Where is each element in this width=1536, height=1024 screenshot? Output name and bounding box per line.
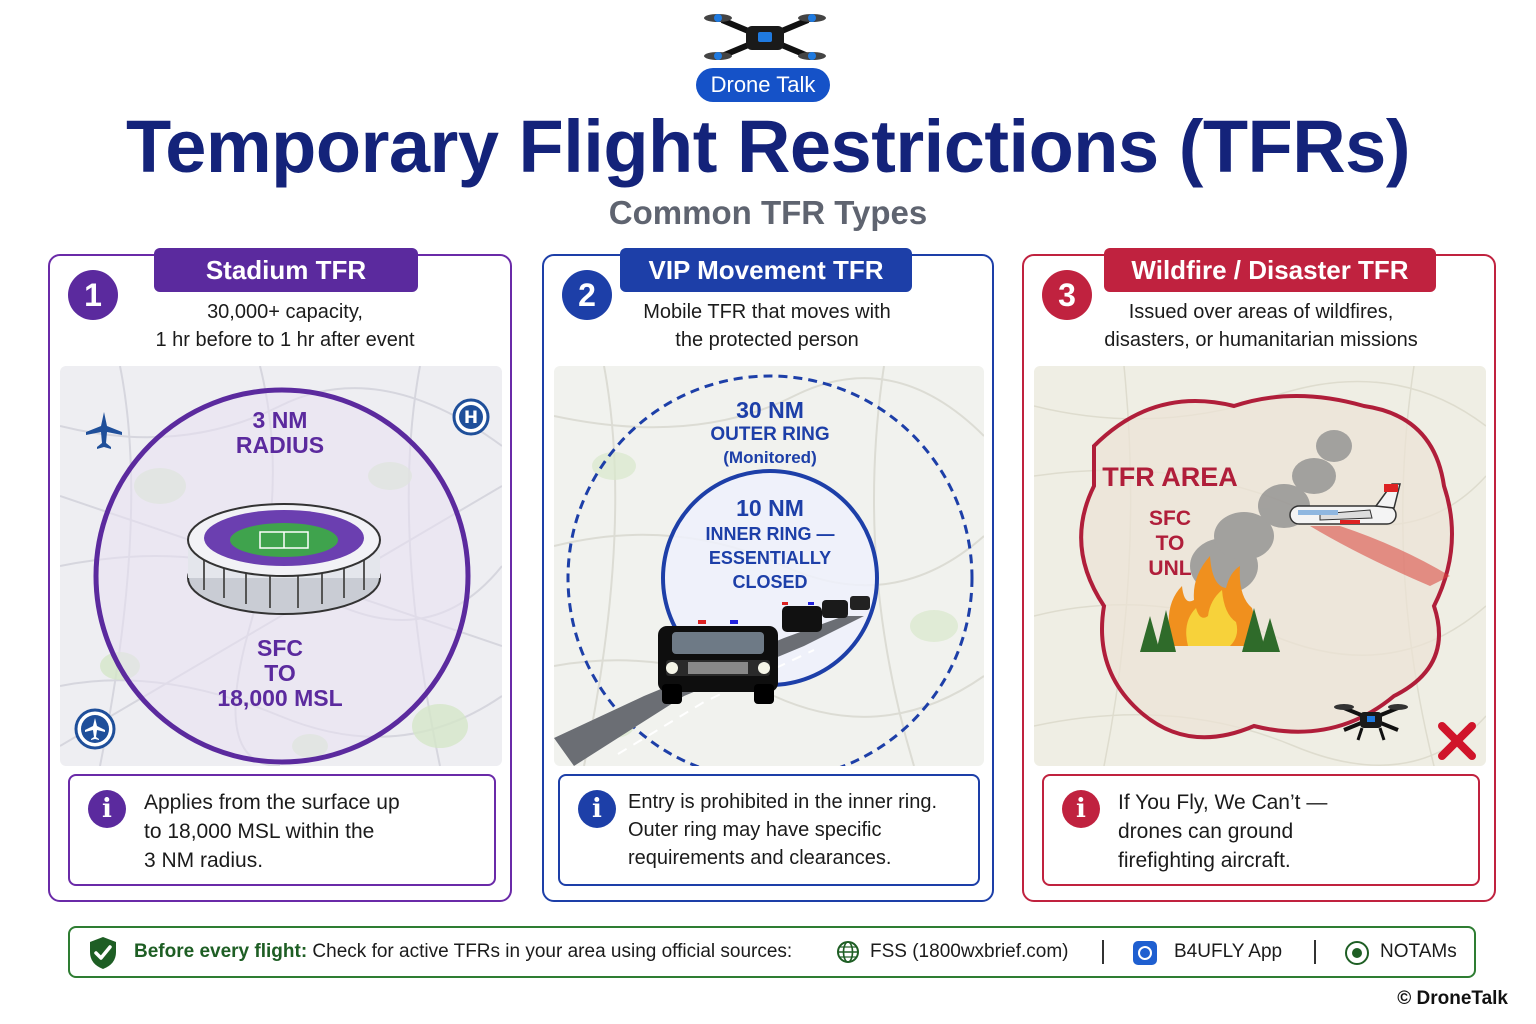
footer-bar: Before every flight: Check for active TF… bbox=[68, 926, 1476, 978]
prohibited-x-icon bbox=[1438, 722, 1476, 760]
airplane-icon bbox=[86, 412, 122, 449]
app-icon bbox=[1133, 941, 1157, 965]
outer-ring-note: (Monitored) bbox=[723, 448, 817, 467]
card-number-badge: 1 bbox=[68, 270, 118, 320]
wildfire-disaster-tfr-card: Wildfire / Disaster TFR 3 Issued over ar… bbox=[1022, 248, 1496, 902]
card-description: Mobile TFR that moves with the protected… bbox=[643, 301, 891, 351]
brand-pill: Drone Talk bbox=[696, 68, 830, 102]
airport-icon bbox=[74, 708, 116, 750]
info-text: If You Fly, We Can’t — drones can ground… bbox=[1118, 791, 1328, 872]
copyright: © DroneTalk bbox=[1397, 988, 1508, 1009]
globe-icon bbox=[837, 941, 859, 963]
info-icon: i bbox=[1062, 790, 1100, 828]
vip-info-box: i Entry is prohibited in the inner ring.… bbox=[558, 774, 980, 886]
stadium-icon bbox=[187, 503, 381, 615]
drone-logo-icon bbox=[704, 14, 826, 60]
vip-movement-tfr-card: VIP Movement TFR 2 Mobile TFR that moves… bbox=[542, 248, 994, 902]
notams-source-link[interactable]: NOTAMs bbox=[1380, 941, 1457, 962]
heliport-icon: H bbox=[452, 398, 490, 436]
altitude-label: SFC TO 18,000 MSL bbox=[217, 635, 343, 711]
wildfire-info-box: i If You Fly, We Can’t — drones can grou… bbox=[1042, 774, 1480, 886]
stadium-info-box: i Applies from the surface up to 18,000 … bbox=[68, 774, 496, 886]
outer-ring-label: 30 NM bbox=[736, 397, 804, 423]
card-title: Stadium TFR bbox=[154, 248, 418, 292]
footer-body: Check for active TFRs in your area using… bbox=[307, 941, 793, 962]
notam-icon bbox=[1345, 941, 1369, 965]
card-description: Issued over areas of wildfires, disaster… bbox=[1104, 301, 1418, 351]
info-text: Applies from the surface up to 18,000 MS… bbox=[144, 791, 400, 872]
svg-text:H: H bbox=[464, 408, 478, 428]
vip-map: 30 NM OUTER RING (Monitored) 10 NM INNER… bbox=[554, 366, 984, 766]
shield-check-icon bbox=[90, 937, 116, 969]
info-text: Entry is prohibited in the inner ring. O… bbox=[628, 791, 938, 869]
page-title: Temporary Flight Restrictions (TFRs) bbox=[126, 105, 1410, 188]
header: Drone Talk Temporary Flight Restrictions… bbox=[0, 0, 1536, 240]
info-icon: i bbox=[88, 790, 126, 828]
footer-message: Before every flight: Check for active TF… bbox=[134, 928, 792, 976]
firefighting-aircraft-icon bbox=[1289, 483, 1450, 586]
stadium-map: H 3 NM RADIUS SFC TO 18,000 MSL bbox=[60, 366, 502, 766]
drone-icon bbox=[1334, 704, 1408, 741]
separator bbox=[1314, 940, 1316, 964]
radius-label: 3 NM RADIUS bbox=[235, 407, 325, 458]
outer-ring-sub: OUTER RING bbox=[710, 424, 830, 445]
inner-ring-label: 10 NM bbox=[736, 495, 804, 521]
b4ufly-source-link[interactable]: B4UFLY App bbox=[1174, 941, 1283, 962]
card-number-badge: 2 bbox=[562, 270, 612, 320]
altitude-label: SFC TO UNL bbox=[1148, 507, 1192, 580]
tfr-area-label: TFR AREA bbox=[1102, 462, 1238, 492]
wildfire-map: TFR AREA SFC TO UNL bbox=[1034, 366, 1486, 766]
separator bbox=[1102, 940, 1104, 964]
card-title: VIP Movement TFR bbox=[620, 248, 912, 292]
card-title: Wildfire / Disaster TFR bbox=[1104, 248, 1436, 292]
info-icon: i bbox=[578, 790, 616, 828]
fss-source-link[interactable]: FSS (1800wxbrief.com) bbox=[870, 941, 1069, 962]
footer-lead: Before every flight: bbox=[134, 941, 308, 962]
card-description: 30,000+ capacity, 1 hr before to 1 hr af… bbox=[155, 301, 415, 351]
motorcade-icon bbox=[658, 596, 870, 704]
page-subtitle: Common TFR Types bbox=[608, 194, 928, 231]
inner-ring-sub: INNER RING — ESSENTIALLY CLOSED bbox=[705, 524, 835, 592]
stadium-tfr-card: Stadium TFR 1 30,000+ capacity, 1 hr bef… bbox=[48, 248, 512, 902]
wildfire-icon bbox=[1140, 556, 1280, 652]
card-number-badge: 3 bbox=[1042, 270, 1092, 320]
